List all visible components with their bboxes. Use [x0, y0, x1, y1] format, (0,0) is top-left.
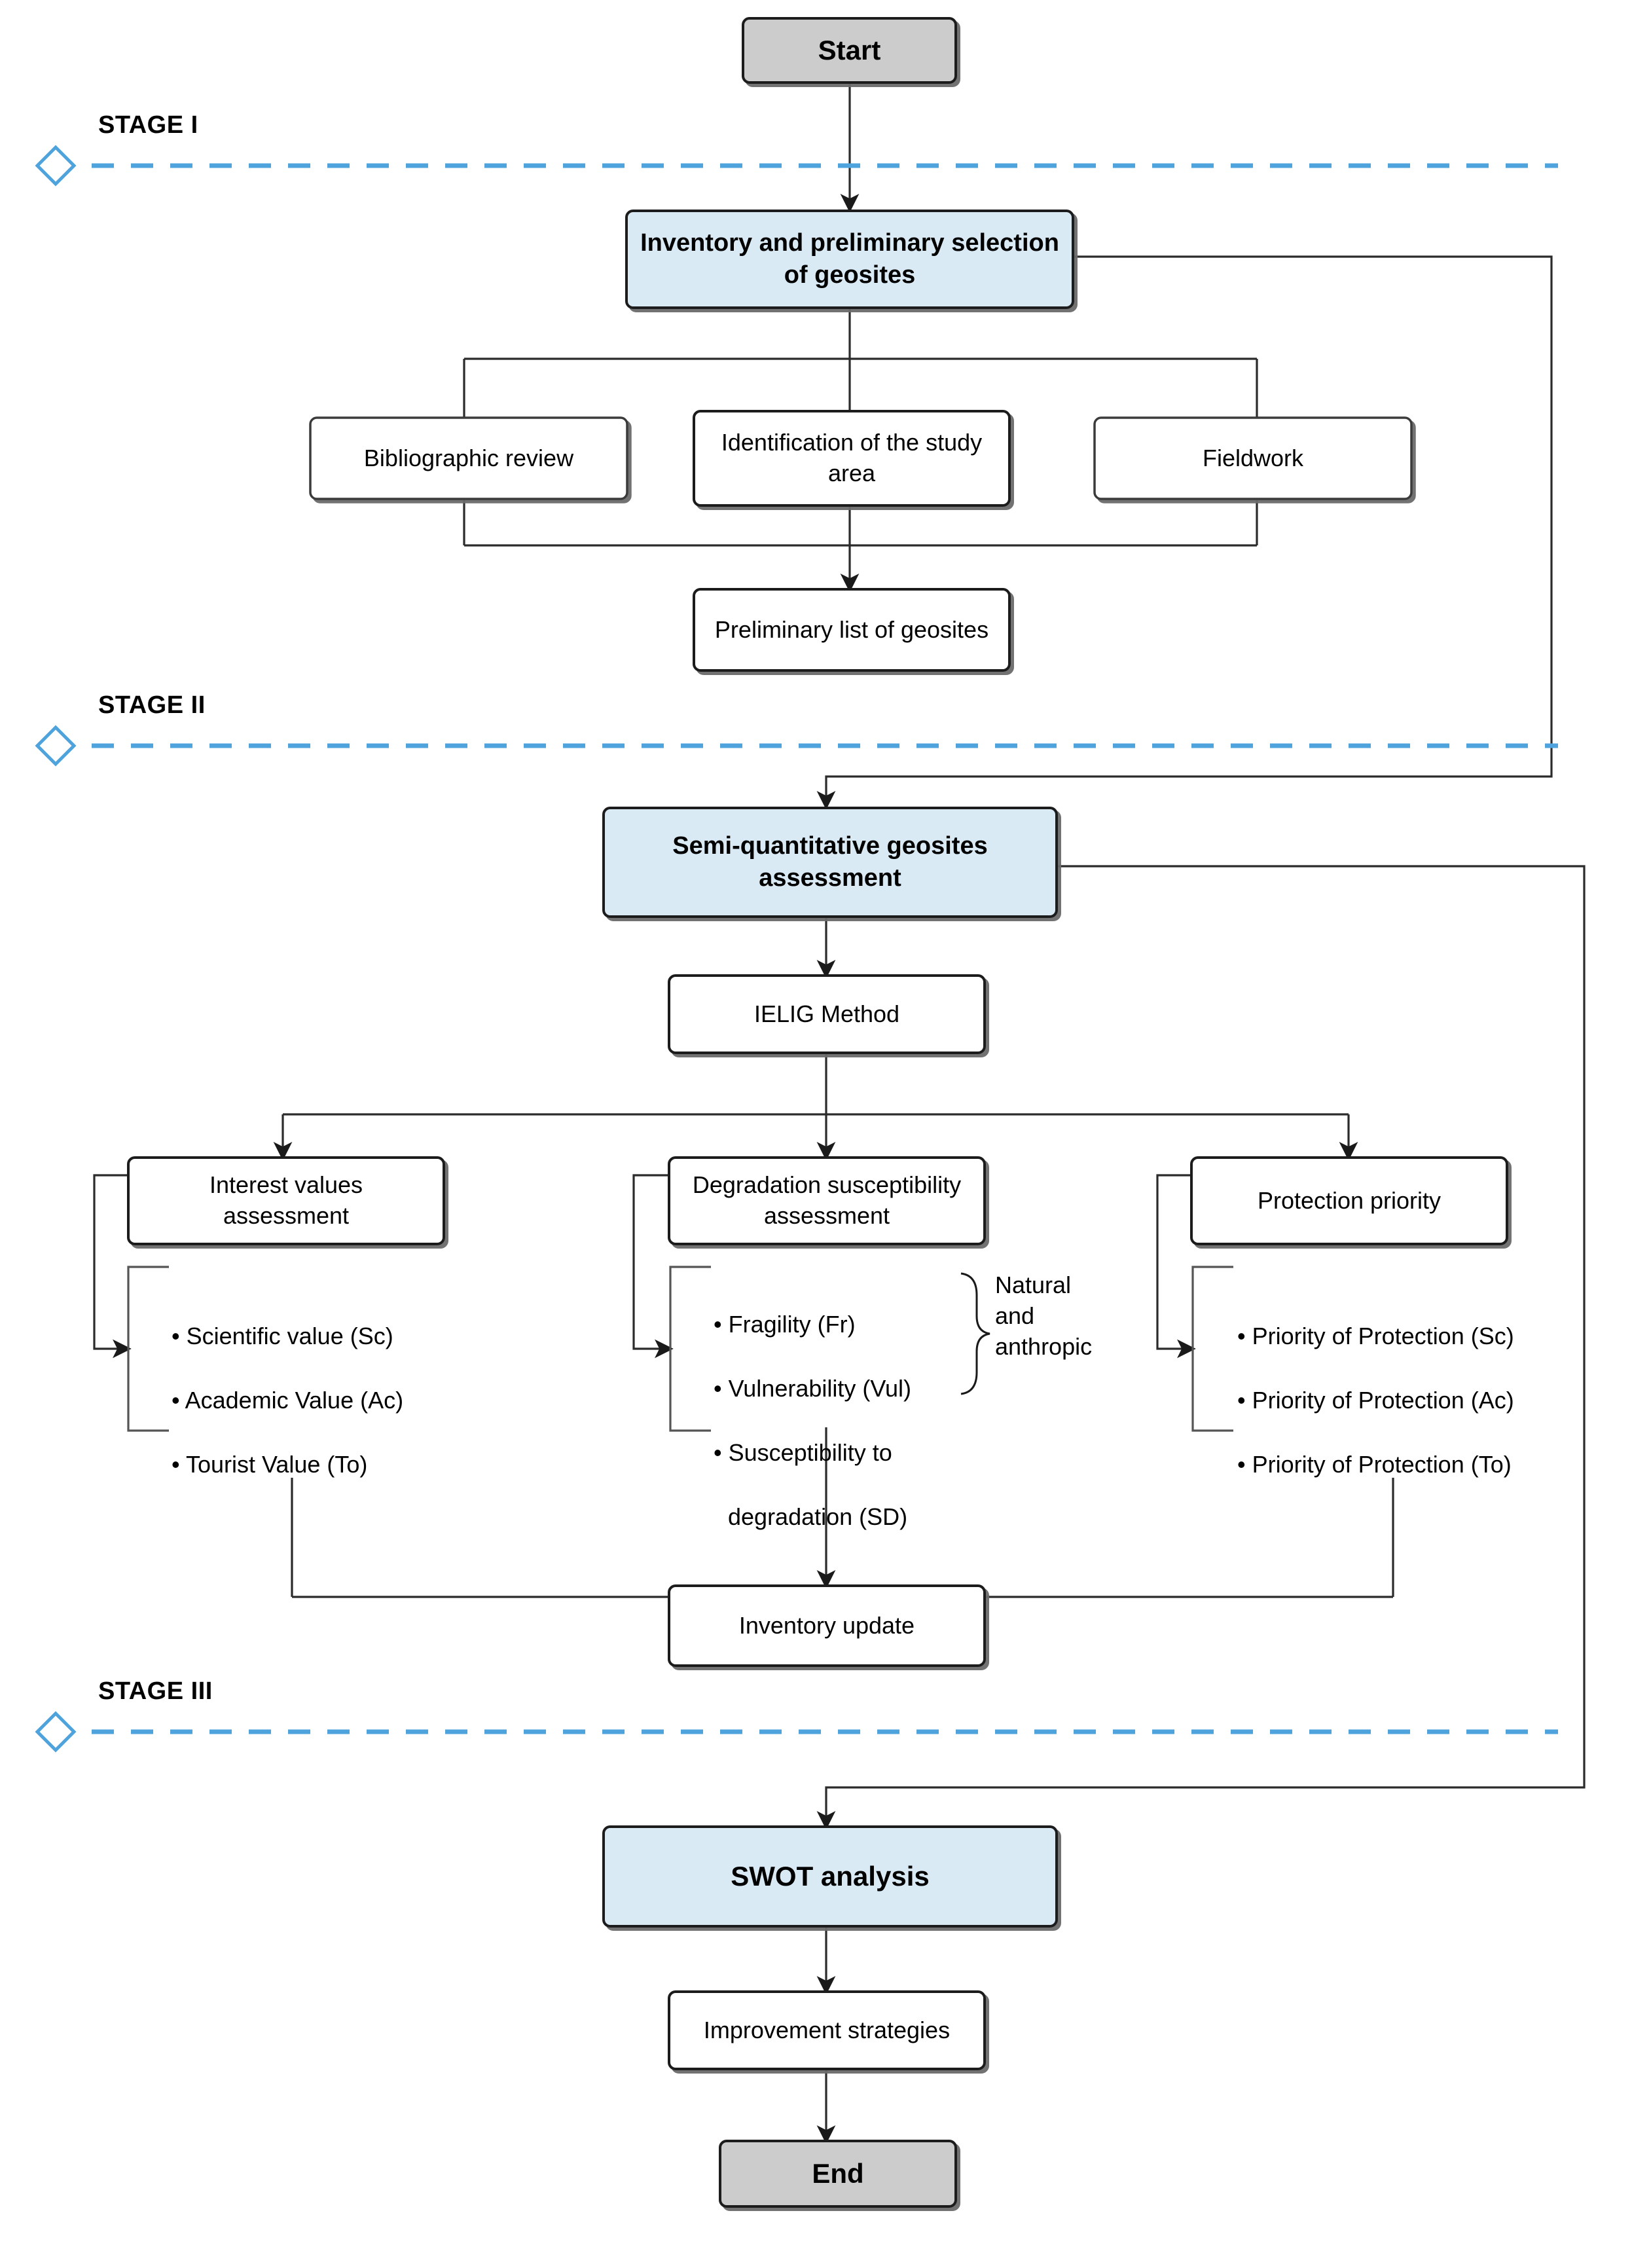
node-shapes [127, 17, 1508, 2208]
node-bibliographic-review-shape [309, 416, 628, 500]
node-improvement-strategies-shape [668, 1990, 986, 2070]
node-interest-values-shape [127, 1156, 445, 1245]
brace-label-natural-anthropic: Natural and anthropic [995, 1271, 1093, 1360]
node-degradation-shape [668, 1156, 986, 1245]
node-inventory-update-shape [668, 1584, 986, 1667]
node-preliminary-list-shape [693, 588, 1011, 672]
node-protection-priority-shape [1190, 1156, 1508, 1245]
bullet-list-interest-values: • Scientific value (Sc) • Academic Value… [172, 1289, 403, 1513]
stage-label-2: STAGE II [98, 691, 206, 719]
bullet-bracket-group [127, 1266, 1233, 1432]
list-item: degradation (SD) [728, 1503, 908, 1530]
node-fieldwork-shape [1093, 416, 1413, 500]
stage-label-1: STAGE I [98, 111, 198, 139]
bullet-list-degradation: • Fragility (Fr) • Vulnerability (Vul) •… [714, 1277, 911, 1565]
list-item: • Susceptibility to [714, 1438, 892, 1466]
node-end-shape [719, 2140, 957, 2208]
node-swot-analysis-shape [602, 1825, 1058, 1928]
node-inventory-selection-shape [625, 210, 1074, 309]
node-study-area-shape [693, 410, 1011, 507]
node-ielig-method-shape [668, 974, 986, 1054]
list-item: • Fragility (Fr) [714, 1310, 856, 1338]
node-semi-quantitative-shape [602, 807, 1058, 918]
stage-separators [35, 145, 1558, 1753]
node-start-shape [742, 17, 957, 84]
stage-label-3: STAGE III [98, 1677, 213, 1705]
curly-brace-natural-anthropic [960, 1272, 990, 1395]
list-item: • Academic Value (Ac) [172, 1386, 404, 1414]
list-item: • Tourist Value (To) [172, 1450, 368, 1478]
list-item: • Priority of Protection (To) [1237, 1450, 1512, 1478]
list-item: • Priority of Protection (Sc) [1237, 1322, 1514, 1349]
list-item: • Scientific value (Sc) [172, 1322, 393, 1349]
bullet-list-protection: • Priority of Protection (Sc) • Priority… [1237, 1289, 1514, 1513]
list-item: • Vulnerability (Vul) [714, 1374, 912, 1402]
list-item: • Priority of Protection (Ac) [1237, 1386, 1514, 1414]
